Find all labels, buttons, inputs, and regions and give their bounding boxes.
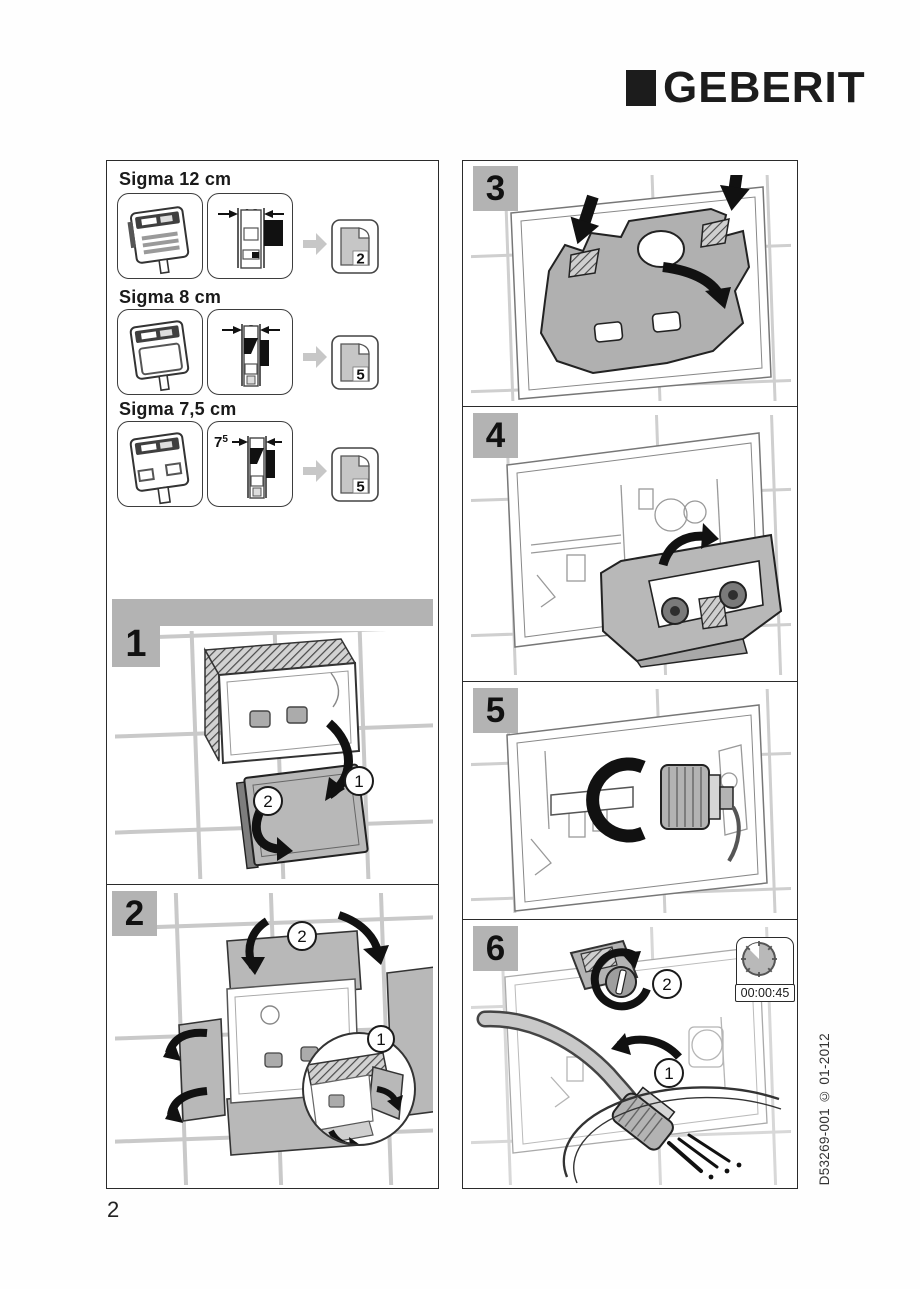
bucket-rim-inner	[573, 1096, 782, 1184]
arrow-right-icon	[303, 460, 327, 482]
step-6-illustration: 2	[471, 927, 791, 1185]
protection-plate	[539, 207, 751, 375]
support-bracket	[599, 533, 783, 668]
fold-arrowheads	[163, 945, 389, 1123]
rotate-arrow-icon	[611, 1033, 682, 1060]
step-2-illustration: 2 1	[115, 893, 433, 1185]
document-reference: D53269-001 © 01-2012	[817, 1032, 832, 1185]
press-arrow-icon	[719, 175, 750, 211]
dimension-diagram-8cm: 8	[207, 309, 293, 395]
dimension-label-75: 75	[214, 434, 228, 451]
water-stream	[667, 1133, 742, 1180]
callout-1-badge: 1	[367, 1025, 395, 1053]
rotate-arrow-icon	[325, 719, 353, 801]
callout-1-badge: 1	[654, 1058, 684, 1088]
cistern-thumbnail-sigma75	[117, 421, 203, 507]
rotate-arrow-icon	[658, 523, 719, 567]
step-3-illustration	[471, 175, 791, 401]
rotate-arrow-icon	[251, 806, 293, 861]
model-heading-sigma12: Sigma 12 cm	[119, 169, 232, 189]
detail-magnifier-circle	[302, 1032, 416, 1146]
dimension-diagram-12cm: 12	[207, 193, 293, 279]
step-divider	[462, 681, 798, 682]
step-4-number: 4	[473, 413, 518, 458]
water-supply-valve	[550, 757, 741, 863]
callout-2-badge: 2	[253, 786, 283, 816]
step-divider	[106, 884, 439, 885]
flush-timer: 00:00:45	[735, 937, 795, 1002]
bucket-rim	[562, 1086, 780, 1178]
model-heading-sigma8: Sigma 8 cm	[119, 287, 222, 307]
step-divider	[462, 919, 798, 920]
cistern-thumbnail-sigma8	[117, 309, 203, 395]
page-ref-icon-sigma12: 2	[331, 219, 379, 274]
step-divider	[462, 406, 798, 407]
svg-text:1: 1	[354, 772, 363, 791]
page-ref-number: 2	[356, 251, 364, 268]
cistern-thumbnail-sigma12	[117, 193, 203, 279]
geberit-logo: GEBERIT	[626, 63, 866, 112]
rotate-arrow-icon	[590, 948, 651, 1011]
svg-text:2: 2	[662, 975, 671, 994]
timer-value: 00:00:45	[735, 984, 795, 1002]
geberit-logo-mark-icon	[626, 70, 656, 106]
svg-text:1: 1	[376, 1030, 385, 1049]
page-ref-number: 5	[356, 479, 364, 496]
svg-text:1: 1	[664, 1064, 673, 1083]
model-heading-sigma75: Sigma 7,5 cm	[119, 399, 237, 419]
right-panel: 3	[462, 160, 798, 1189]
step-2-number: 2	[112, 891, 157, 936]
flush-hose	[476, 1010, 676, 1151]
step-1-illustration: 1 2	[115, 631, 433, 879]
step-4-illustration	[471, 415, 791, 675]
step-6-number: 6	[473, 926, 518, 971]
rotate-arrow-icon	[662, 262, 731, 309]
page-ref-icon-sigma75: 5	[331, 447, 379, 502]
page-number: 2	[107, 1197, 120, 1222]
svg-text:2: 2	[263, 792, 272, 811]
callout-1-badge: 1	[344, 766, 374, 796]
step-5-number: 5	[473, 688, 518, 733]
arrow-right-icon	[303, 346, 327, 368]
left-panel: Sigma 12 cm 12	[106, 160, 439, 1189]
clock-icon	[741, 941, 777, 977]
dimension-diagram-75cm: 75	[207, 421, 293, 507]
callout-2-badge: 2	[652, 969, 682, 999]
press-arrow-icon	[570, 194, 600, 245]
step-3-number: 3	[473, 166, 518, 211]
cistern-opening-box	[203, 638, 361, 765]
wall-recess	[504, 946, 768, 1154]
cistern-internals	[530, 478, 722, 608]
cistern-internals	[550, 1016, 726, 1108]
step-1-number: 1	[112, 599, 160, 667]
wall-recess	[506, 704, 768, 912]
page-ref-icon-sigma8: 5	[331, 335, 379, 390]
page-ref-number: 5	[356, 367, 364, 384]
stop-valve	[569, 939, 651, 1011]
callout-2-badge: 2	[287, 921, 317, 951]
step-5-illustration	[471, 689, 791, 913]
section-divider-bar	[112, 599, 433, 626]
svg-text:2: 2	[297, 927, 306, 946]
arrow-right-icon	[303, 233, 327, 255]
geberit-logo-text: GEBERIT	[663, 63, 866, 112]
